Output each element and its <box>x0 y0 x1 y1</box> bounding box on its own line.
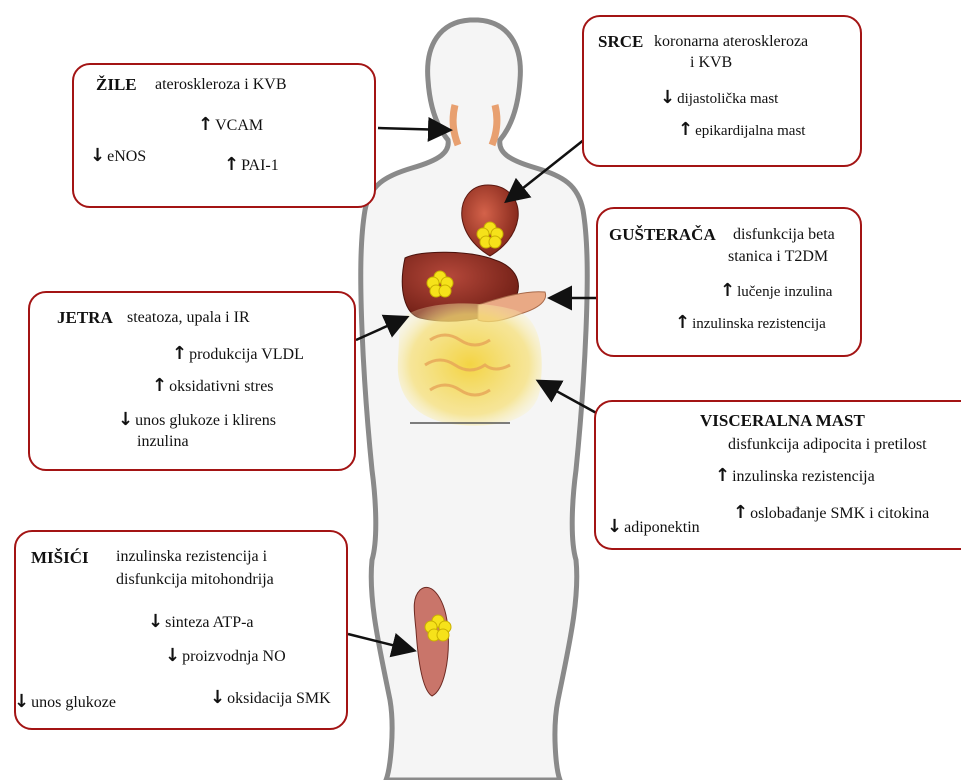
jetra-title: JETRA <box>57 308 113 328</box>
visceralna-item-smk: ↑oslobađanje SMK i citokina <box>733 503 929 524</box>
gusteraca-subtitle-line1: disfunkcija beta <box>733 226 835 244</box>
gusteraca-title: GUŠTERAČA <box>609 225 716 245</box>
down-arrow-icon: ↓ <box>148 611 163 632</box>
down-arrow-icon: ↓ <box>165 645 180 666</box>
jetra-item-glukoza: ↓unos glukoze i klirens <box>118 410 276 431</box>
gusteraca-subtitle-line2: stanica i T2DM <box>728 248 828 266</box>
srce-item-dijastolicka: ↓dijastolička mast <box>660 88 778 109</box>
visceralna-item-rezistencija: ↑inzulinska rezistencija <box>715 466 875 487</box>
down-arrow-icon: ↓ <box>660 87 675 108</box>
srce-subtitle-line1: koronarna ateroskleroza <box>654 33 808 51</box>
zile-item-enos: ↓eNOS <box>90 146 146 167</box>
zile-item-pai1: ↑PAI-1 <box>224 155 279 176</box>
srce-item-epikardijalna: ↑epikardijalna mast <box>678 120 805 141</box>
misici-item-glukoza: ↓unos glukoze <box>14 692 116 713</box>
srce-subtitle-line2: i KVB <box>690 54 732 72</box>
jetra-item-vldl: ↑produkcija VLDL <box>172 344 304 365</box>
zile-subtitle: ateroskleroza i KVB <box>155 76 287 94</box>
up-arrow-icon: ↑ <box>152 375 167 396</box>
down-arrow-icon: ↓ <box>14 691 29 712</box>
srce-title: SRCE <box>598 32 643 52</box>
misici-subtitle-line1: inzulinska rezistencija i <box>116 548 267 566</box>
down-arrow-icon: ↓ <box>90 145 105 166</box>
visceralna-title: VISCERALNA MAST <box>700 411 865 431</box>
jetra-item-stres: ↑oksidativni stres <box>152 376 274 397</box>
up-arrow-icon: ↑ <box>198 114 213 135</box>
down-arrow-icon: ↓ <box>210 687 225 708</box>
gusteraca-item-rezistencija: ↑inzulinska rezistencija <box>675 313 826 334</box>
misici-title: MIŠIĆI <box>31 548 89 568</box>
misici-item-smk: ↓oksidacija SMK <box>210 688 331 709</box>
up-arrow-icon: ↑ <box>678 119 693 140</box>
visceralna-subtitle: disfunkcija adipocita i pretilost <box>728 436 927 454</box>
down-arrow-icon: ↓ <box>118 409 133 430</box>
misici-item-atp: ↓sinteza ATP-a <box>148 612 254 633</box>
visceral-fat-image <box>398 303 542 425</box>
misici-item-no: ↓proizvodnja NO <box>165 646 286 667</box>
misici-subtitle-line2: disfunkcija mitohondrija <box>116 571 274 589</box>
up-arrow-icon: ↑ <box>675 312 690 333</box>
up-arrow-icon: ↑ <box>172 343 187 364</box>
up-arrow-icon: ↑ <box>715 465 730 486</box>
up-arrow-icon: ↑ <box>720 280 735 301</box>
gusteraca-item-lucenje: ↑lučenje inzulina <box>720 281 832 302</box>
zile-item-vcam: ↑VCAM <box>198 115 263 136</box>
up-arrow-icon: ↑ <box>733 502 748 523</box>
jetra-subtitle: steatoza, upala i IR <box>127 309 250 327</box>
zile-title: ŽILE <box>96 75 137 95</box>
jetra-item-glukoza-line2: inzulina <box>137 433 189 451</box>
down-arrow-icon: ↓ <box>607 516 622 537</box>
visceralna-item-adiponektin: ↓adiponektin <box>607 517 700 538</box>
up-arrow-icon: ↑ <box>224 154 239 175</box>
